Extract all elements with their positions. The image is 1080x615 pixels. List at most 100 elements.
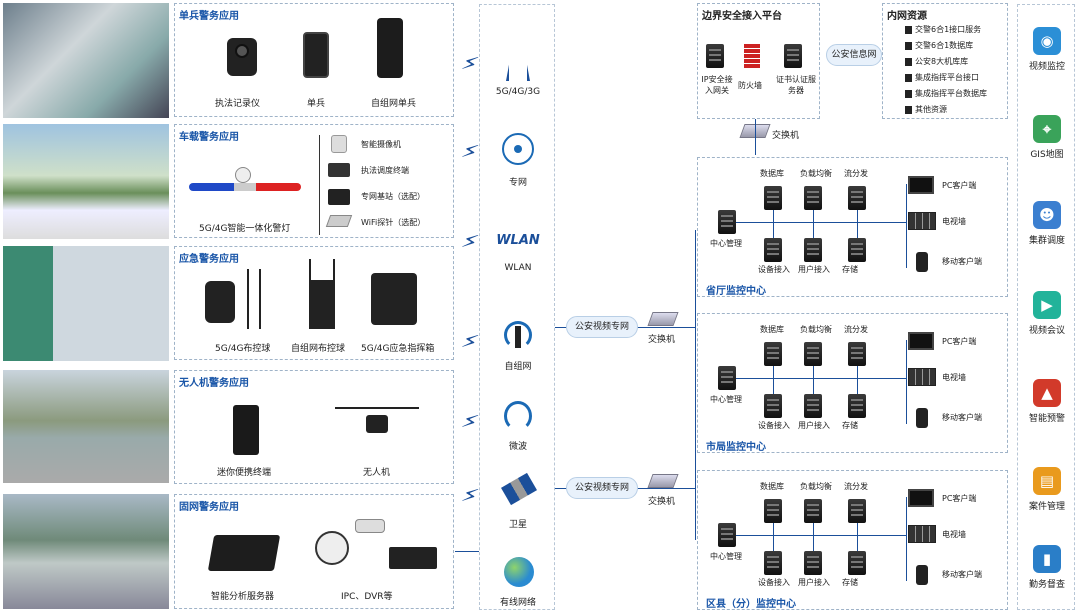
analysis-server-icon [207, 535, 281, 571]
panel-fixed-network-police: 固网警务应用 智能分析服务器 IPC、DVR等 [174, 494, 454, 609]
app-smart-alert[interactable]: ▲智能预警 [1018, 379, 1076, 424]
link-line [813, 210, 814, 238]
platform-item: 防火墙 [738, 81, 762, 90]
map-pin-icon: ⌖ [1033, 115, 1061, 143]
server-label: 负载均衡 [800, 325, 832, 334]
play-icon: ▶ [1033, 291, 1061, 319]
globe-icon [504, 557, 534, 587]
intranet-item: 其他资源 [905, 104, 947, 115]
server-icon [848, 238, 866, 262]
public-security-net-cloud: 公安信息网 [826, 44, 882, 66]
folder-icon: ▤ [1033, 467, 1061, 495]
link-line [857, 210, 858, 238]
panel-title: 无人机警务应用 [179, 378, 249, 389]
intranet-title: 内网资源 [887, 11, 927, 22]
center-title: 市局监控中心 [706, 442, 766, 453]
server-label: 用户接入 [798, 578, 830, 587]
video-wall-icon [908, 525, 936, 543]
link-line [773, 210, 774, 238]
mobile-phone-icon [916, 565, 928, 585]
client-label: 移动客户端 [942, 257, 982, 266]
app-case-management[interactable]: ▤案件管理 [1018, 467, 1076, 512]
server-label: 设备接入 [758, 265, 790, 274]
pc-monitor-icon [908, 176, 934, 194]
server-label: 存储 [842, 265, 858, 274]
server-icon [804, 186, 822, 210]
alarm-light-icon: ▲ [1033, 379, 1061, 407]
item-label: 5G/4G智能一体化警灯 [199, 224, 291, 234]
lightning-icon: ⚡ [458, 328, 481, 357]
intranet-item: 集成指挥平台数据库 [905, 88, 987, 99]
radio-device-icon [377, 18, 403, 78]
server-icon [804, 551, 822, 575]
network-link [695, 230, 696, 420]
app-duty-supervision[interactable]: ▮勤务督查 [1018, 545, 1076, 590]
item-label: 专网基站（选配） [361, 192, 425, 201]
network-link [755, 119, 756, 155]
item-label: 5G/4G应急指挥箱 [361, 344, 435, 354]
app-video-conference[interactable]: ▶视频会议 [1018, 291, 1076, 336]
server-icon [764, 238, 782, 262]
server-icon [848, 342, 866, 366]
server-icon [764, 342, 782, 366]
client-label: 电视墙 [942, 373, 966, 382]
app-cluster-dispatch[interactable]: ☻集群调度 [1018, 201, 1076, 246]
network-label: 有线网络 [499, 598, 536, 608]
panel-title: 固网警务应用 [179, 502, 239, 513]
app-video-monitor[interactable]: ◉视频监控 [1018, 27, 1076, 72]
wlan-logo-icon: WLAN [496, 233, 540, 248]
link-line [736, 378, 906, 379]
app-gis-map[interactable]: ⌖GIS地图 [1018, 115, 1076, 160]
body-camera-icon [227, 38, 257, 76]
mobile-phone-icon [916, 408, 928, 428]
server-icon [848, 394, 866, 418]
camera-dome-icon [235, 167, 251, 183]
server-icon [848, 551, 866, 575]
item-label: 智能分析服务器 [211, 592, 275, 602]
item-label: 迷你便携终端 [217, 468, 272, 478]
platform-title: 边界安全接入平台 [702, 11, 782, 22]
lightning-icon: ⚡ [458, 482, 481, 511]
lightning-icon: ⚡ [458, 50, 481, 79]
video-network-cloud: 公安视频专网 [566, 316, 638, 338]
item-label: 执法记录仪 [215, 99, 261, 109]
network-label: 卫星 [508, 520, 527, 530]
server-label: 存储 [842, 578, 858, 587]
link-line [813, 523, 814, 551]
item-label: 自组网单兵 [371, 99, 417, 109]
network-label: 专网 [508, 178, 527, 188]
panel-individual-police: 单兵警务应用 执法记录仪 单兵 自组网单兵 [174, 3, 454, 117]
panel-emergency-police: 应急警务应用 5G/4G布控球 自组网布控球 5G/4G应急指挥箱 [174, 246, 454, 360]
lightbar-icon [189, 183, 301, 191]
firewall-icon [744, 44, 760, 68]
server-icon [764, 499, 782, 523]
network-label: 自组网 [504, 362, 532, 372]
video-wall-icon [908, 212, 936, 230]
ptz-camera-icon [205, 281, 235, 323]
photo-emergency-officer [3, 246, 169, 361]
client-label: 电视墙 [942, 530, 966, 539]
item-label: IPC、DVR等 [341, 592, 393, 602]
tripod-camera-icon [247, 269, 261, 329]
link-line [813, 366, 814, 394]
client-label: 移动客户端 [942, 570, 982, 579]
photo-officer-patrol [3, 3, 169, 118]
link-line [773, 523, 774, 551]
link-line [906, 184, 907, 268]
panel-title: 车载警务应用 [179, 132, 239, 143]
bullet-camera-icon [355, 519, 385, 533]
lightning-icon: ⚡ [458, 408, 481, 437]
item-label: 智能摄像机 [361, 140, 401, 149]
server-label: 流分发 [844, 482, 868, 491]
book-icon: ▮ [1033, 545, 1061, 573]
server-label: 流分发 [844, 325, 868, 334]
atom-icon [502, 133, 534, 165]
intranet-item: 集成指挥平台接口 [905, 72, 979, 83]
switch-label: 交换机 [648, 497, 676, 507]
pc-monitor-icon [908, 332, 934, 350]
item-label: WiFi探针（选配） [361, 218, 426, 227]
client-label: 电视墙 [942, 217, 966, 226]
photo-police-car [3, 124, 169, 239]
